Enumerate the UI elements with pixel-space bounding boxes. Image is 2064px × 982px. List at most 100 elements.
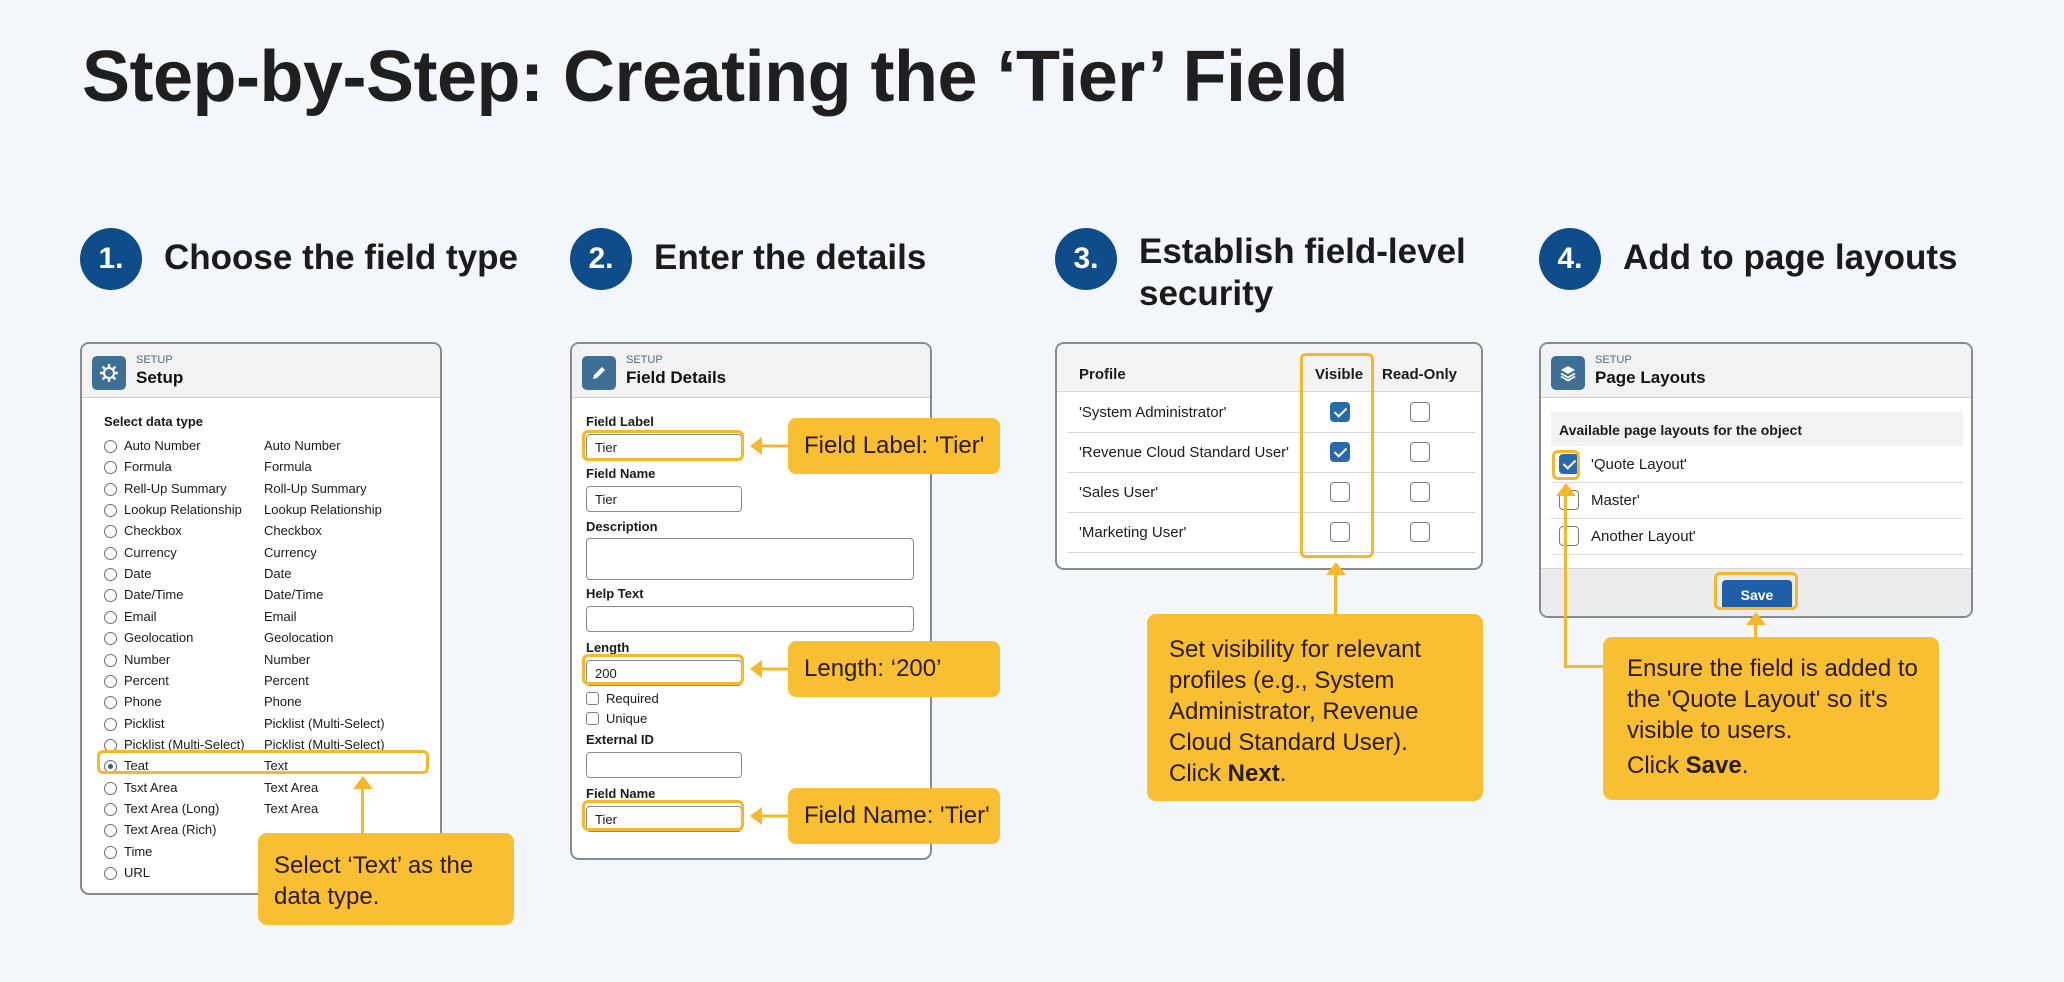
length-input[interactable]: 200 [586,660,742,686]
data-type-description: Date/Time [264,587,324,602]
field-label-label: Field Label [586,414,654,429]
data-type-radio[interactable] [104,632,117,645]
arrow-line-save [1754,623,1757,638]
field-label-highlight [582,430,744,461]
fls-readonly-checkbox[interactable] [1410,442,1430,462]
step-4-number: 4. [1539,228,1601,290]
field-details-header: SETUP Field Details [572,344,930,398]
field-name-input[interactable]: Tier [586,486,742,512]
save-button[interactable]: Save [1722,580,1792,610]
arrow-head-3 [1326,562,1346,575]
data-type-option: Teat [124,758,149,773]
step-4-title: Add to page layouts [1623,238,1958,277]
field-name2-highlight [582,800,744,831]
data-type-description: Text Area [264,780,319,795]
data-type-description: Formula [264,459,312,474]
data-type-radio[interactable] [104,696,117,709]
setup-panel-header: SETUP Setup [82,344,440,398]
step-1-header: 1. Choose the field type [80,228,518,290]
fls-readonly-checkbox[interactable] [1410,402,1430,422]
data-type-radio[interactable] [104,846,117,859]
arrow-line-4a [1564,494,1567,668]
step-3-title: Establish field-level security [1139,228,1466,315]
save-layout-callout-click: Click Save. [1627,750,1927,781]
field-details-eyebrow: SETUP [626,354,663,366]
data-type-description: Phone [264,694,302,709]
fls-profile-name: 'System Administrator' [1079,404,1227,421]
data-type-radio[interactable] [104,525,117,538]
data-type-radio[interactable] [104,824,117,837]
fls-header-visible: Visible [1315,366,1364,383]
data-type-radio[interactable] [104,440,117,453]
fls-row-divider [1067,512,1475,513]
field-label-callout: Field Label: 'Tier' [788,418,1000,474]
layout-checkbox[interactable] [1559,526,1579,546]
step-2-header: 2. Enter the details [570,228,926,290]
arrow-head-save [1746,612,1766,625]
data-type-description: Email [264,609,297,624]
field-label-input[interactable]: Tier [586,434,742,460]
data-type-radio[interactable] [104,782,117,795]
text-type-highlight [97,750,429,774]
step-3-title-line1: Establish field-level [1139,232,1466,271]
arrow-head-1 [353,776,373,789]
visibility-callout: Set visibility for relevant profiles (e.… [1147,614,1483,801]
fls-visible-checkbox[interactable] [1330,442,1350,462]
data-type-radio[interactable] [104,483,117,496]
data-type-radio[interactable] [104,589,117,602]
data-type-radio[interactable] [104,461,117,474]
data-type-radio[interactable] [104,803,117,816]
fls-row-divider [1067,432,1475,433]
external-id-input[interactable] [586,752,742,778]
field-name-label: Field Name [586,466,656,481]
fls-visible-checkbox[interactable] [1330,482,1350,502]
step-2-title: Enter the details [654,238,927,277]
data-type-radio[interactable] [104,718,117,731]
layers-icon [1551,356,1585,390]
data-type-radio[interactable] [104,611,117,624]
save-layout-callout-save: Save [1685,752,1742,779]
data-type-description: Text Area [264,801,319,816]
data-type-option: Phone [124,694,162,709]
step-3-title-line2: security [1139,274,1274,313]
data-type-radio[interactable] [104,504,117,517]
fls-readonly-checkbox[interactable] [1410,482,1430,502]
help-text-input[interactable] [586,606,914,632]
data-type-description: Geolocation [264,630,334,645]
field-security-panel: Profile Visible Read-Only 'System Admini… [1055,342,1483,570]
data-type-option: URL [124,865,151,880]
setup-eyebrow: SETUP [136,354,173,366]
data-type-radio[interactable] [104,675,117,688]
visibility-callout-text: Set visibility for relevant profiles (e.… [1169,636,1422,787]
layout-label: Another Layout' [1591,528,1696,545]
description-textarea[interactable] [586,538,914,580]
quote-layout-checkbox-highlight [1552,450,1580,480]
data-type-description: Picklist (Multi-Select) [264,716,385,731]
fls-header-readonly: Read-Only [1382,366,1458,383]
fls-visible-checkbox[interactable] [1330,402,1350,422]
data-type-radio[interactable] [104,654,117,667]
save-button-highlight [1714,572,1798,610]
data-type-description: Number [264,652,311,667]
data-type-radio[interactable] [104,568,117,581]
data-type-section-label: Select data type [104,414,203,429]
page-title: Step-by-Step: Creating the ‘Tier’ Field [82,37,1349,117]
visibility-callout-end: . [1279,760,1287,787]
length-callout: Length: ‘200’ [788,641,1000,697]
data-type-description: Lookup Relationship [264,502,382,517]
fls-visible-checkbox[interactable] [1330,522,1350,542]
save-layout-callout: Ensure the field is added to the 'Quote … [1603,637,1939,800]
layout-row-divider [1551,554,1963,555]
pencil-icon [582,356,616,390]
data-type-option: Geolocation [124,630,194,645]
unique-checkbox[interactable] [586,712,599,725]
layouts-section-bar [1551,412,1963,446]
fls-profile-name: 'Marketing User' [1079,524,1187,541]
data-type-radio[interactable] [104,867,117,880]
fls-readonly-checkbox[interactable] [1410,522,1430,542]
fls-row-divider [1067,552,1475,553]
layout-label: 'Quote Layout' [1591,456,1687,473]
layout-label: Master' [1591,492,1640,509]
required-checkbox[interactable] [586,692,599,705]
data-type-radio[interactable] [104,547,117,560]
